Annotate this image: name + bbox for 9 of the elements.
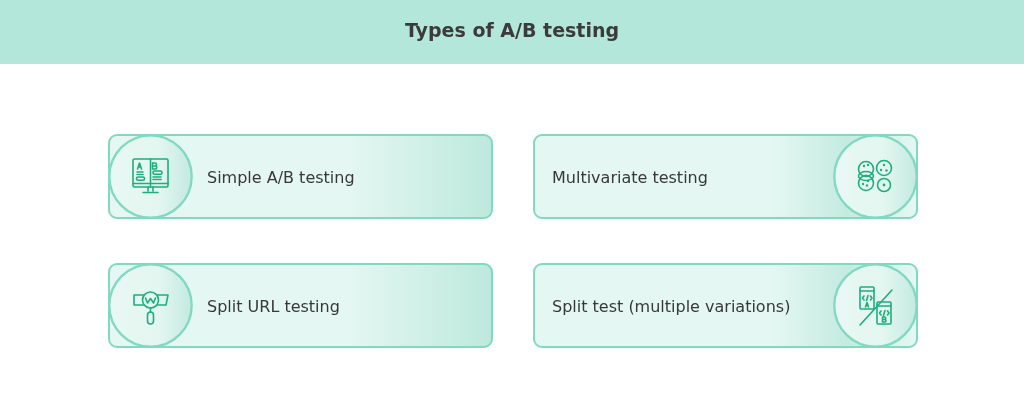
card	[533, 134, 918, 219]
card	[108, 134, 493, 219]
title: Types of A/B testing	[404, 19, 620, 41]
card-label: Split test (multiple variations)	[552, 296, 791, 315]
card-label: Simple A/B testing	[207, 167, 355, 186]
card	[533, 263, 918, 348]
card	[108, 263, 493, 348]
card-label: Multivariate testing	[552, 167, 708, 186]
card-label: Split URL testing	[207, 296, 340, 315]
